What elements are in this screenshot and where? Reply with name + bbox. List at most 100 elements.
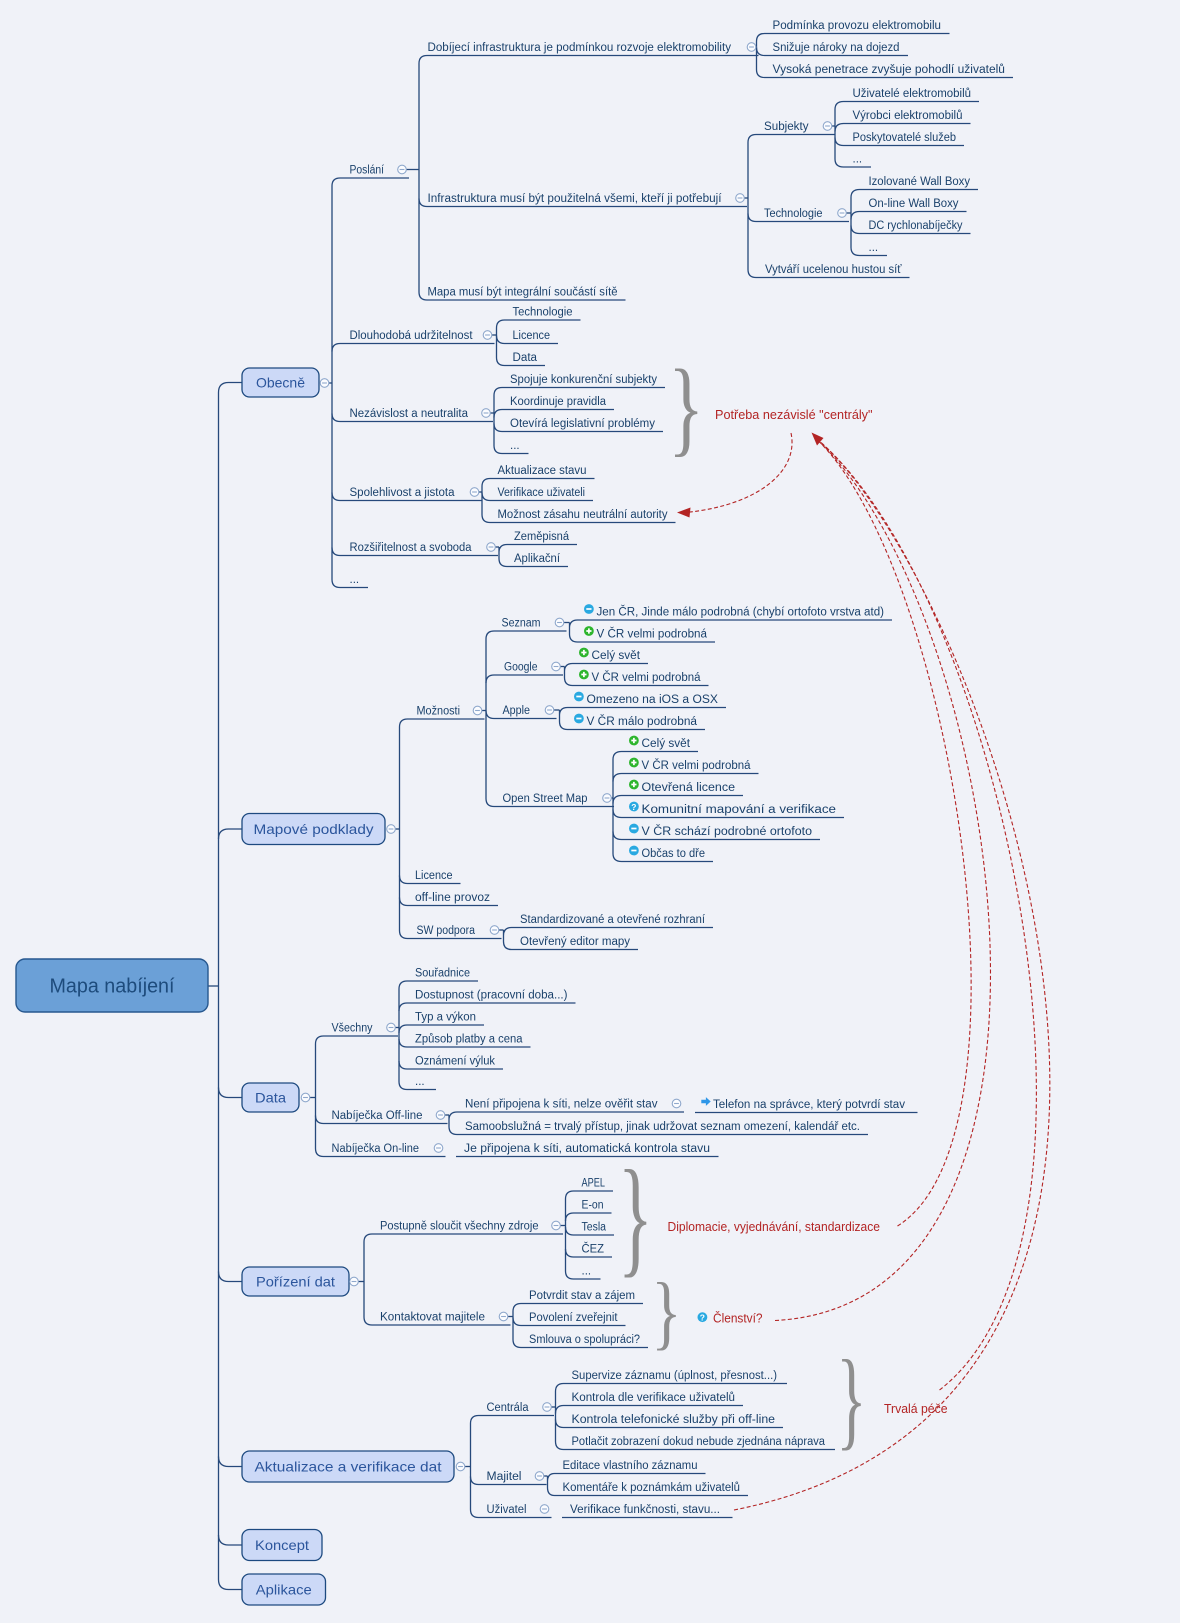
svg-text:Mapové podklady: Mapové podklady [254, 821, 374, 837]
svg-text:Potřeba nezávislé "centrály": Potřeba nezávislé "centrály" [715, 407, 873, 422]
svg-text:?: ? [700, 1313, 705, 1323]
svg-text:Data: Data [513, 352, 538, 364]
svg-text:Verifikace funkčnosti, stavu..: Verifikace funkčnosti, stavu... [570, 1504, 720, 1516]
svg-text:V ČR málo podrobná: V ČR málo podrobná [587, 715, 698, 728]
svg-text:Výrobci elektromobilů: Výrobci elektromobilů [853, 110, 963, 122]
svg-text:}: } [836, 1339, 866, 1461]
svg-text:Nezávislost a neutralita: Nezávislost a neutralita [350, 408, 469, 420]
svg-text:Kontrola dle verifikace uživat: Kontrola dle verifikace uživatelů [572, 1392, 736, 1404]
svg-text:Open Street Map: Open Street Map [503, 793, 588, 805]
svg-text:Dobíjecí infrastruktura je pod: Dobíjecí infrastruktura je podmínkou roz… [428, 42, 732, 54]
svg-text:Kontrola telefonické služby př: Kontrola telefonické služby při off-line [572, 1414, 776, 1426]
svg-text:...: ... [510, 440, 520, 452]
svg-text:Google: Google [504, 662, 538, 674]
svg-text:Editace vlastního záznamu: Editace vlastního záznamu [563, 1460, 698, 1472]
svg-text:Celý svět: Celý svět [592, 650, 641, 662]
svg-text:On-line Wall Boxy: On-line Wall Boxy [869, 198, 959, 210]
svg-text:}: } [668, 347, 704, 465]
svg-text:Vytváří ucelenou hustou síť: Vytváří ucelenou hustou síť [765, 264, 902, 276]
svg-text:Koordinuje pravidla: Koordinuje pravidla [510, 396, 607, 408]
svg-text:Mapa musí být integrální součá: Mapa musí být integrální součástí sítě [428, 287, 618, 299]
svg-text:Technologie: Technologie [513, 307, 573, 319]
svg-text:Supervize záznamu (úplnost, př: Supervize záznamu (úplnost, přesnost...) [572, 1370, 778, 1382]
svg-text:Komunitní mapování a verifikac: Komunitní mapování a verifikace [642, 804, 837, 816]
svg-text:Samoobslužná = trvalý přístup,: Samoobslužná = trvalý přístup, jinak udr… [465, 1121, 860, 1133]
svg-text:Telefon na správce, který potv: Telefon na správce, který potvrdí stav [713, 1099, 905, 1111]
svg-text:Seznam: Seznam [502, 618, 541, 630]
svg-text:Data: Data [255, 1090, 286, 1106]
svg-text:Infrastruktura musí být použit: Infrastruktura musí být použitelná všemi… [428, 193, 723, 205]
svg-text:Jen ČR, Jinde málo podrobná (c: Jen ČR, Jinde málo podrobná (chybí ortof… [597, 606, 885, 619]
svg-text:Možnost zásahu neutrální autor: Možnost zásahu neutrální autority [498, 509, 668, 521]
svg-text:off-line provoz: off-line provoz [415, 892, 490, 904]
svg-text:Rozšiřitelnost a svoboda: Rozšiřitelnost a svoboda [350, 542, 473, 554]
svg-text:Povolení zveřejnit: Povolení zveřejnit [529, 1312, 618, 1324]
svg-text:Není připojena k síti, nelze o: Není připojena k síti, nelze ověřit stav [465, 1099, 658, 1111]
svg-text:...: ... [350, 574, 360, 586]
svg-text:Mapa nabíjení: Mapa nabíjení [50, 976, 175, 998]
svg-text:Apple: Apple [503, 705, 531, 717]
svg-text:Souřadnice: Souřadnice [415, 968, 470, 980]
svg-text:Centrála: Centrála [487, 1402, 530, 1414]
svg-text:Zeměpisná: Zeměpisná [514, 531, 570, 543]
svg-text:Aplikační: Aplikační [514, 553, 561, 565]
svg-text:Kontaktovat majitele: Kontaktovat majitele [380, 1312, 485, 1324]
svg-text:ČEZ: ČEZ [582, 1243, 605, 1256]
svg-text:Otevřený editor mapy: Otevřený editor mapy [520, 936, 630, 948]
svg-text:Členství?: Členství? [713, 1311, 763, 1326]
svg-text:Snižuje nároky na dojezd: Snižuje nároky na dojezd [773, 42, 900, 54]
svg-text:Licence: Licence [415, 870, 453, 882]
svg-text:?: ? [631, 802, 636, 812]
svg-text:Způsob platby a cena: Způsob platby a cena [415, 1034, 523, 1046]
svg-text:Izolované Wall Boxy: Izolované Wall Boxy [869, 176, 971, 188]
svg-text:V ČR velmi podrobná: V ČR velmi podrobná [592, 671, 702, 684]
svg-text:Uživatelé elektromobilů: Uživatelé elektromobilů [853, 88, 972, 100]
svg-text:Majitel: Majitel [487, 1471, 522, 1483]
svg-text:Všechny: Všechny [332, 1023, 373, 1035]
svg-text:Standardizované a otevřené roz: Standardizované a otevřené rozhraní [520, 914, 706, 926]
svg-text:Komentáře k poznámkám uživatel: Komentáře k poznámkám uživatelů [563, 1482, 741, 1494]
svg-text:Uživatel: Uživatel [487, 1504, 527, 1516]
svg-text:Aplikace: Aplikace [256, 1582, 312, 1598]
svg-text:Je připojena k síti, automatic: Je připojena k síti, automatická kontrol… [464, 1143, 710, 1155]
svg-text:Možnosti: Možnosti [417, 706, 461, 718]
svg-text:APEL: APEL [582, 1178, 606, 1190]
svg-text:Dlouhodobá udržitelnost: Dlouhodobá udržitelnost [350, 330, 474, 342]
svg-text:V ČR schází podrobné ortofoto: V ČR schází podrobné ortofoto [642, 825, 813, 838]
svg-text:...: ... [415, 1076, 425, 1088]
svg-text:}: } [618, 1143, 653, 1289]
svg-text:Otevírá legislativní problémy: Otevírá legislativní problémy [510, 418, 655, 430]
svg-text:Vysoká penetrace zvyšuje pohod: Vysoká penetrace zvyšuje pohodlí uživate… [773, 64, 1006, 76]
svg-text:Nabíječka On-line: Nabíječka On-line [332, 1143, 420, 1155]
svg-text:}: } [651, 1266, 681, 1357]
svg-text:Poskytovatelé služeb: Poskytovatelé služeb [853, 132, 957, 144]
svg-text:...: ... [853, 154, 863, 166]
svg-text:Tesla: Tesla [582, 1222, 607, 1234]
svg-text:Aktualizace stavu: Aktualizace stavu [498, 465, 587, 477]
svg-text:DC rychlonabíječky: DC rychlonabíječky [869, 220, 963, 232]
svg-text:Typ a výkon: Typ a výkon [415, 1012, 476, 1024]
svg-text:Občas to dře: Občas to dře [642, 848, 706, 860]
svg-text:...: ... [582, 1266, 592, 1278]
svg-text:Aktualizace a verifikace dat: Aktualizace a verifikace dat [255, 1459, 442, 1475]
svg-text:SW podpora: SW podpora [417, 925, 476, 937]
svg-text:Podmínka provozu elektromobilu: Podmínka provozu elektromobilu [773, 20, 942, 32]
svg-text:Spolehlivost a jistota: Spolehlivost a jistota [350, 487, 456, 499]
svg-text:Potvrdit stav a zájem: Potvrdit stav a zájem [529, 1290, 635, 1302]
svg-text:Koncept: Koncept [255, 1537, 309, 1553]
svg-text:Spojuje konkurenční subjekty: Spojuje konkurenční subjekty [510, 374, 657, 386]
svg-text:Obecně: Obecně [256, 375, 305, 391]
svg-text:Technologie: Technologie [764, 208, 823, 220]
svg-text:Postupně sloučit všechny zdroj: Postupně sloučit všechny zdroje [380, 1221, 539, 1233]
svg-text:Nabíječka Off-line: Nabíječka Off-line [332, 1110, 423, 1122]
svg-text:Poslání: Poslání [350, 165, 385, 177]
svg-text:Omezeno na iOS a OSX: Omezeno na iOS a OSX [587, 694, 719, 706]
svg-text:E-on: E-on [582, 1200, 604, 1212]
svg-text:Celý svět: Celý svět [642, 738, 691, 750]
svg-text:Potlačit zobrazení dokud nebud: Potlačit zobrazení dokud nebude zjednána… [572, 1436, 826, 1448]
svg-text:V ČR velmi podrobná: V ČR velmi podrobná [642, 759, 752, 772]
svg-text:V ČR velmi podrobná: V ČR velmi podrobná [597, 628, 708, 641]
svg-text:Licence: Licence [513, 330, 551, 342]
svg-text:Diplomacie, vyjednávání, stand: Diplomacie, vyjednávání, standardizace [668, 1219, 881, 1234]
svg-text:...: ... [869, 242, 879, 254]
